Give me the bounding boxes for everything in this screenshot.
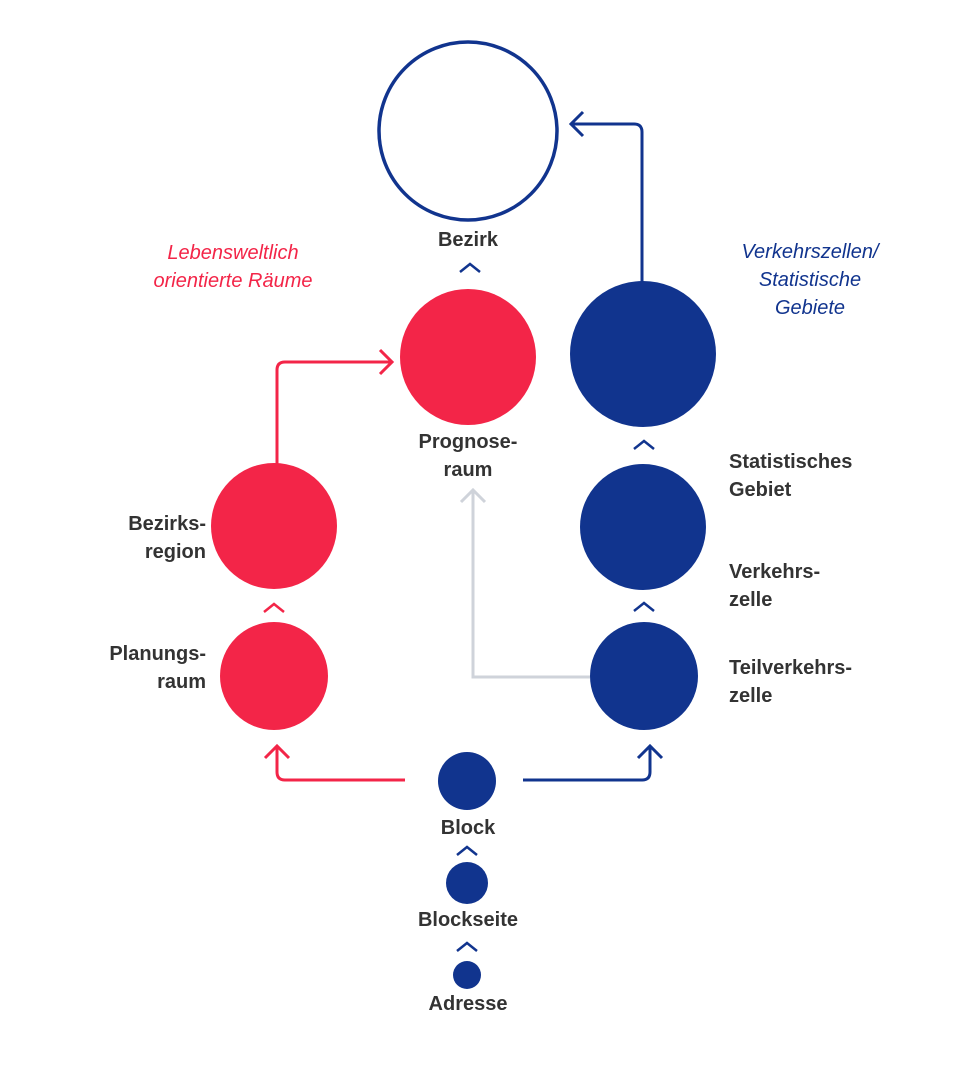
arrowhead-teilverkehrszelle bbox=[636, 743, 664, 760]
planungsraum-label-line-2: raum bbox=[157, 671, 206, 693]
arrowhead-planungsraum bbox=[263, 743, 291, 760]
connector-teilverkehrszelle-to-prognoseraum bbox=[471, 490, 590, 679]
bezirksregion-circle bbox=[211, 463, 337, 589]
verkehrszellen-statistische-gebiete-circle bbox=[570, 281, 716, 427]
adresse-label: Adresse bbox=[428, 993, 508, 1015]
bezirk-label: Bezirk bbox=[437, 229, 499, 251]
statistisches-gebiet-label: Statistisches Gebiet bbox=[729, 448, 929, 504]
chevron-up-icon bbox=[263, 602, 285, 613]
statistisches-gebiet-label-line-1: Statistisches bbox=[729, 451, 853, 473]
chevron-up-icon bbox=[456, 941, 478, 952]
planungsraum-circle bbox=[220, 622, 328, 730]
bezirksregion-label-line-1: Bezirks- bbox=[128, 513, 206, 535]
chevron-up-icon bbox=[633, 439, 655, 450]
verkehrszelle-label-line-2: zelle bbox=[729, 589, 773, 611]
lifeworld-title-line-1: Lebensweltlich bbox=[167, 242, 299, 264]
connector-block-to-planungsraum bbox=[275, 746, 405, 782]
verkehrszelle-label-line-1: Verkehrs- bbox=[729, 561, 821, 583]
planungsraum-label: Planungs- raum bbox=[56, 640, 206, 696]
teilverkehrszelle-label-line-1: Teilverkehrs- bbox=[729, 657, 853, 679]
prognoseraum-label-line-2: raum bbox=[443, 459, 493, 481]
chevron-up-icon bbox=[459, 262, 481, 273]
blockseite-circle bbox=[446, 862, 488, 904]
block-circle bbox=[438, 752, 496, 810]
block-label: Block bbox=[440, 817, 496, 839]
connector-bezirksregion-to-prognoseraum bbox=[275, 360, 392, 465]
prognoseraum-circle bbox=[400, 289, 536, 425]
traffic-title-line-1: Verkehrszellen/ bbox=[741, 241, 879, 263]
bezirksregion-label: Bezirks- region bbox=[66, 510, 206, 566]
arrowhead-bezirk bbox=[568, 110, 585, 138]
chevron-up-icon bbox=[633, 601, 655, 612]
prognoseraum-label-line-1: Prognose- bbox=[418, 431, 518, 453]
connector-block-to-teilverkehrszelle bbox=[523, 746, 652, 782]
statistisches-gebiet-verkehrszelle-circle bbox=[580, 464, 706, 590]
bezirk-circle bbox=[377, 40, 559, 222]
lifeworld-group-title: Lebensweltlich orientierte Räume bbox=[118, 239, 348, 295]
traffic-title-line-2: Statistische bbox=[758, 269, 862, 291]
arrowhead-prognoseraum-grey bbox=[459, 487, 487, 504]
connector-verkehrszellen-to-bezirk bbox=[571, 122, 644, 282]
prognoseraum-label: Prognose- raum bbox=[398, 428, 538, 484]
teilverkehrszelle-label: Teilverkehrs- zelle bbox=[729, 654, 929, 710]
traffic-group-title: Verkehrszellen/ Statistische Gebiete bbox=[700, 238, 920, 322]
verkehrszelle-label: Verkehrs- zelle bbox=[729, 558, 929, 614]
bezirksregion-label-line-2: region bbox=[144, 541, 206, 563]
arrowhead-prognoseraum-red bbox=[378, 348, 395, 376]
chevron-up-icon bbox=[456, 845, 478, 856]
lifeworld-title-line-2: orientierte Räume bbox=[153, 270, 313, 292]
adresse-circle bbox=[453, 961, 481, 989]
planungsraum-label-line-1: Planungs- bbox=[109, 643, 206, 665]
traffic-title-line-3: Gebiete bbox=[774, 297, 846, 319]
blockseite-label: Blockseite bbox=[417, 909, 519, 931]
teilverkehrszelle-label-line-2: zelle bbox=[729, 685, 773, 707]
statistisches-gebiet-label-line-2: Gebiet bbox=[729, 479, 792, 501]
teilverkehrszelle-circle bbox=[590, 622, 698, 730]
